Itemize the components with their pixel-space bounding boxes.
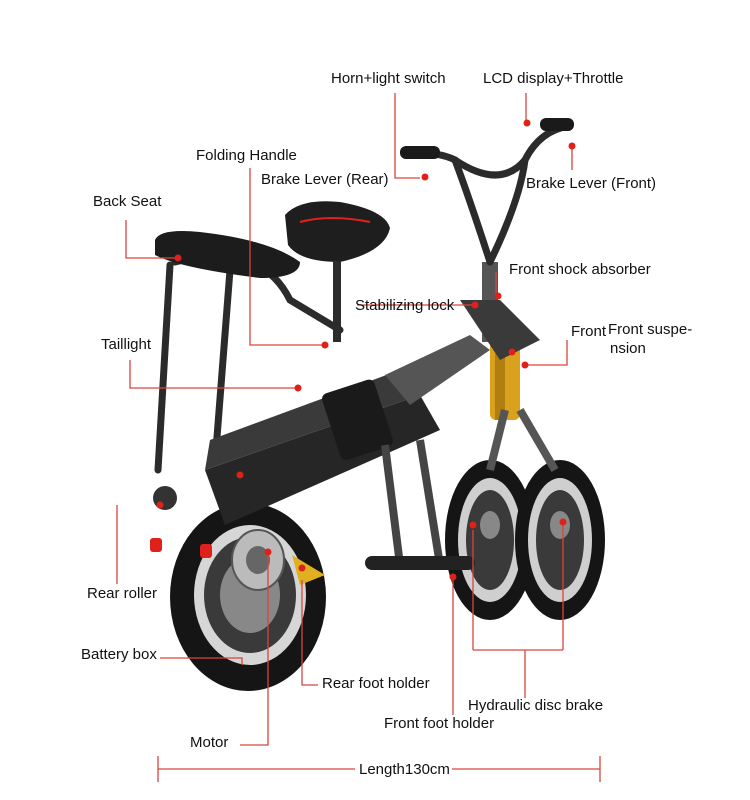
label-lcd-display-throttle: LCD display+Throttle xyxy=(483,70,624,87)
marker-dots xyxy=(156,119,576,581)
label-motor: Motor xyxy=(190,734,229,751)
battery-box-frame xyxy=(205,335,490,525)
rear-roller-shape xyxy=(153,486,177,510)
label-stabilizing-lock: Stabilizing lock xyxy=(355,297,455,314)
label-front-shock-absorber: Front shock absorber xyxy=(509,261,651,278)
label-hydraulic-disc-brake: Hydraulic disc brake xyxy=(468,697,604,714)
left-grip xyxy=(400,146,440,159)
label-front-suspension-line1: Front suspe- xyxy=(608,321,693,338)
label-rear-foot-holder: Rear foot holder xyxy=(322,675,430,692)
front-wheel-left xyxy=(445,460,535,620)
right-grip xyxy=(540,118,574,131)
label-rear-roller: Rear roller xyxy=(87,585,158,602)
label-front-suspension-line2: nsion xyxy=(610,340,646,357)
back-seat xyxy=(155,231,300,278)
label-front-suspension-prefix: Front xyxy=(571,323,607,340)
label-front-foot-holder: Front foot holder xyxy=(384,715,495,732)
front-fork xyxy=(460,262,559,473)
label-taillight: Taillight xyxy=(101,336,152,353)
front-saddle xyxy=(285,201,390,342)
front-foot-peg xyxy=(365,556,475,570)
label-horn-light-switch: Horn+light switch xyxy=(331,70,446,87)
label-length: Length130cm xyxy=(359,761,450,778)
label-folding-handle: Folding Handle xyxy=(196,147,297,164)
motor-hub xyxy=(231,529,285,591)
label-battery-box: Battery box xyxy=(81,646,157,663)
length-dimension-line xyxy=(157,756,601,782)
label-back-seat: Back Seat xyxy=(93,193,162,210)
label-brake-lever-rear: Brake Lever (Rear) xyxy=(261,171,389,188)
reflector-right xyxy=(200,544,212,558)
leader-lines xyxy=(116,93,573,746)
reflector-left xyxy=(150,538,162,552)
rear-foot-holder-bracket xyxy=(292,555,325,585)
center-stand xyxy=(381,439,444,566)
label-brake-lever-front: Brake Lever (Front) xyxy=(526,175,657,192)
front-wheel-right xyxy=(515,460,605,620)
